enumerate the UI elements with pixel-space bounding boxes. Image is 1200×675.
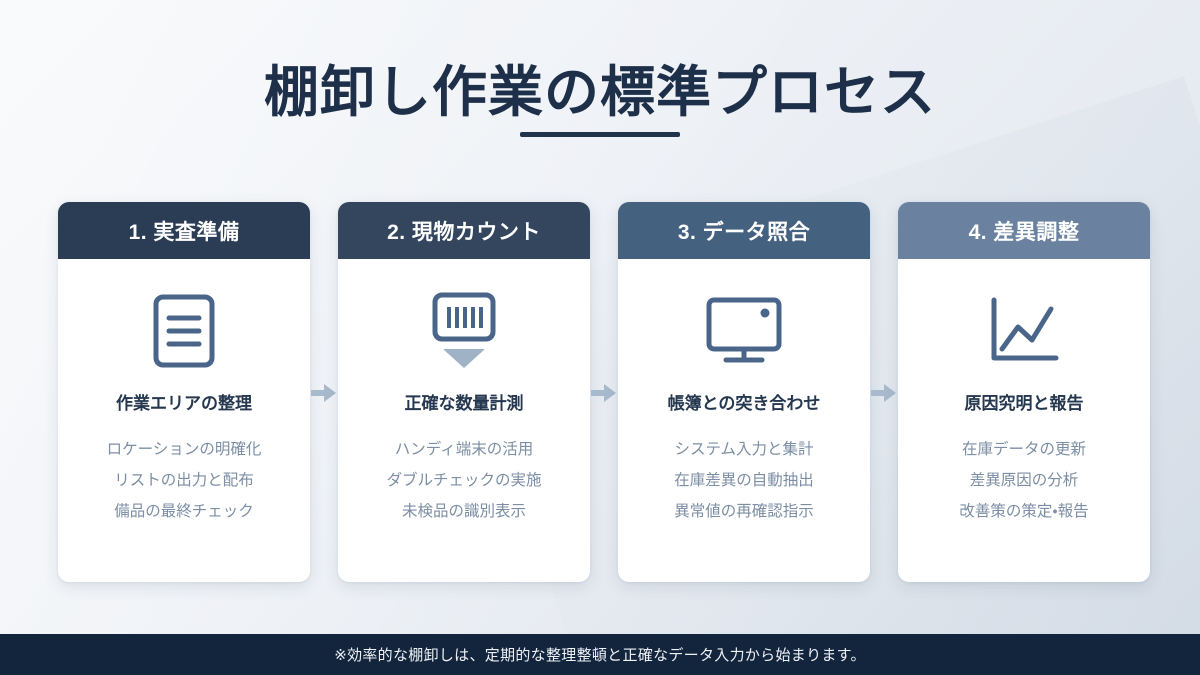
card-header-label-2: 2. 現物カウント — [387, 220, 541, 244]
arrow-right-icon-2 — [590, 202, 618, 582]
card-header-label-3: 3. データ照合 — [677, 220, 811, 244]
document-lines-icon — [152, 289, 216, 373]
card-header-1: 1. 実査準備 — [58, 202, 310, 259]
card-header-4: 4. 差異調整 — [898, 202, 1150, 259]
title-underline-accent — [519, 131, 680, 137]
card-body-3: 帳簿との突き合わせ システム入力と集計 在庫差異の自動抽出 異常値の再確認指示 — [618, 259, 870, 582]
page-title-text: 棚卸し作業の標準プロセス — [263, 61, 936, 123]
list-item: 備品の最終チェック — [114, 503, 254, 520]
card-lead-3: 帳簿との突き合わせ — [667, 394, 821, 413]
list-item: 異常値の再確認指示 — [674, 503, 814, 520]
card-header-label-4: 4. 差異調整 — [968, 220, 1080, 244]
list-item: ダブルチェックの実施 — [386, 472, 542, 489]
process-card-2[interactable]: 2. 現物カウント 正 — [338, 202, 590, 582]
card-header-label-1: 1. 実査準備 — [128, 220, 240, 244]
card-lead-4: 原因究明と報告 — [964, 394, 1084, 413]
card-body-2: 正確な数量計測 ハンディ端末の活用 ダブルチェックの実施 未検品の識別表示 — [338, 259, 590, 582]
process-cards-row: 1. 実査準備 作業エリアの整理 ロケーションの明確化 リストの出力と配布 備品… — [58, 202, 1150, 582]
list-item: リストの出力と配布 — [114, 472, 254, 489]
process-card-4[interactable]: 4. 差異調整 原因究明と報告 在庫データの更新 差異原因の分析 改善策の策定・… — [898, 202, 1150, 582]
arrow-right-icon-1 — [310, 202, 338, 582]
barcode-scanner-icon — [426, 289, 502, 373]
page-title: 棚卸し作業の標準プロセス — [263, 61, 936, 137]
list-item: 未検品の識別表示 — [401, 503, 526, 520]
card-lead-2: 正確な数量計測 — [404, 394, 524, 413]
process-card-1[interactable]: 1. 実査準備 作業エリアの整理 ロケーションの明確化 リストの出力と配布 備品… — [58, 202, 310, 582]
list-item: 在庫データの更新 — [961, 441, 1086, 458]
footer-note: ※効率的な棚卸しは、定期的な整理整頓と正確なデータ入力から始まります。 — [334, 647, 866, 664]
list-item: ロケーションの明確化 — [106, 441, 262, 458]
monitor-icon — [705, 289, 783, 373]
footer-bar: ※効率的な棚卸しは、定期的な整理整頓と正確なデータ入力から始まります。 — [0, 634, 1200, 675]
list-item: システム入力と集計 — [674, 441, 814, 458]
card-lead-1: 作業エリアの整理 — [116, 394, 252, 413]
card-header-3: 3. データ照合 — [618, 202, 870, 259]
card-list-2: ハンディ端末の活用 ダブルチェックの実施 未検品の識別表示 — [386, 434, 541, 527]
card-header-2: 2. 現物カウント — [338, 202, 590, 259]
list-item: 差異原因の分析 — [969, 472, 1079, 489]
arrow-right-icon-3 — [870, 202, 898, 582]
list-item: ハンディ端末の活用 — [394, 441, 534, 458]
card-list-1: ロケーションの明確化 リストの出力と配布 備品の最終チェック — [107, 434, 262, 527]
list-item: 在庫差異の自動抽出 — [674, 472, 814, 489]
list-item: 改善策の策定・報告 — [959, 503, 1089, 520]
line-chart-icon — [988, 289, 1060, 373]
card-list-3: システム入力と集計 在庫差異の自動抽出 異常値の再確認指示 — [674, 434, 814, 527]
card-body-1: 作業エリアの整理 ロケーションの明確化 リストの出力と配布 備品の最終チェック — [58, 259, 310, 582]
process-card-3[interactable]: 3. データ照合 帳簿との突き合わせ システム入力と集計 在庫差異の自動抽出 異… — [618, 202, 870, 582]
title-block: 棚卸し作業の標準プロセス — [0, 61, 1200, 137]
card-list-4: 在庫データの更新 差異原因の分析 改善策の策定・報告 — [959, 434, 1088, 527]
card-body-4: 原因究明と報告 在庫データの更新 差異原因の分析 改善策の策定・報告 — [898, 259, 1150, 582]
